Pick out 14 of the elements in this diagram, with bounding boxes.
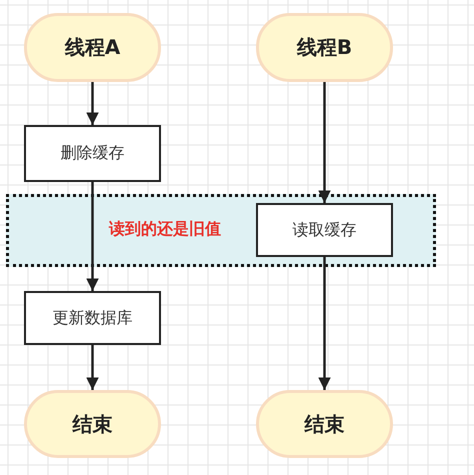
start-terminal: 线程B [256, 13, 393, 82]
arrow [318, 257, 331, 390]
warning-note: 读到的还是旧值 [109, 219, 221, 240]
end-terminal: 结束 [256, 390, 393, 458]
highlight-band [6, 194, 436, 267]
process-box: 更新数据库 [24, 291, 161, 345]
arrow [318, 82, 331, 203]
process-box: 删除缓存 [24, 125, 161, 182]
arrow [86, 82, 99, 125]
process-box: 读取缓存 [256, 203, 393, 257]
arrow [86, 345, 99, 390]
start-terminal: 线程A [24, 13, 161, 82]
arrow [86, 182, 99, 291]
end-terminal: 结束 [24, 390, 161, 458]
